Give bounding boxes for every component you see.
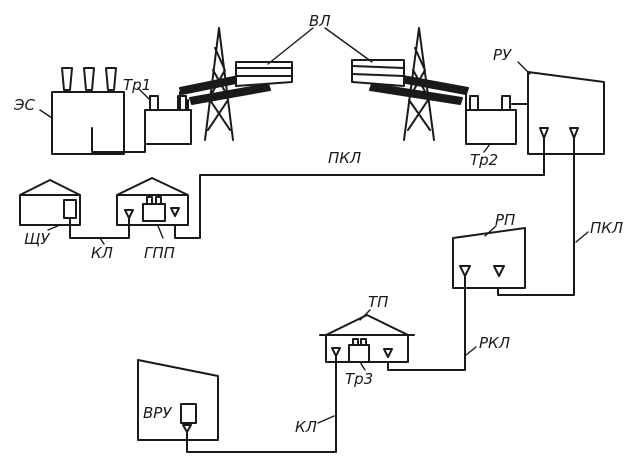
label-tr2: Тр2 <box>470 151 498 169</box>
tp-bushing-2 <box>360 338 367 346</box>
kl-bottom-cable <box>186 355 337 453</box>
vru-building <box>137 359 219 441</box>
kl-left-leader <box>99 237 105 245</box>
left-pylon-brace-1 <box>209 99 231 131</box>
left-pylon-brace-5 <box>214 47 225 69</box>
shchu-leader <box>47 224 61 231</box>
vru-breaker <box>182 424 192 433</box>
input-device-vru <box>137 359 219 441</box>
vl-left-conductors <box>235 61 293 87</box>
right-pylon-legs <box>403 27 435 141</box>
label-rkl: РКЛ <box>479 334 510 352</box>
tp-bushing-1 <box>352 338 359 346</box>
vl-leader-right <box>324 27 373 63</box>
rkl-cable <box>387 275 466 371</box>
rp-breaker-2 <box>493 265 505 277</box>
label-vru: ВРУ <box>143 404 172 422</box>
gpp-breaker-right <box>170 207 180 217</box>
right-pylon-brace-1 <box>408 99 431 131</box>
vl-leader-left <box>267 27 314 65</box>
ru-building <box>527 71 605 155</box>
ru-leader <box>517 61 531 75</box>
pkl-top-cable <box>174 137 545 239</box>
tp-transformer <box>348 344 370 363</box>
left-pylon-crossarm-lower <box>189 83 271 105</box>
vl-right-wire-2 <box>351 73 405 77</box>
pkl-right-leader <box>575 231 589 243</box>
power-station <box>39 67 125 155</box>
tp-breaker-left <box>331 347 341 357</box>
right-pylon-brace-2 <box>407 99 429 131</box>
transformer-tr1 <box>137 87 192 145</box>
gpp-transformer <box>142 203 166 222</box>
rp-breaker-1 <box>459 265 471 277</box>
label-kl-bottom: КЛ <box>295 418 317 436</box>
tr2-bushing-1 <box>469 95 479 111</box>
power-station-stack-2 <box>83 67 95 91</box>
es-to-tr1-cable <box>91 127 146 153</box>
tr3-leader <box>359 361 366 371</box>
tp-breaker-right <box>383 348 393 358</box>
gpp-breaker-left <box>124 209 134 219</box>
power-station-stack-3 <box>105 67 117 91</box>
vru-panel <box>180 403 197 424</box>
vl-right-wire-1 <box>351 65 405 69</box>
right-pylon-brace-5 <box>414 47 425 69</box>
gpp-bushing-2 <box>155 196 162 205</box>
tr1-leader <box>137 87 151 101</box>
shchu-panel <box>63 199 77 219</box>
vl-right-conductors <box>351 59 405 87</box>
distribution-device-ru <box>517 61 605 155</box>
gpp-bushing-1 <box>146 196 153 205</box>
label-gpp: ГПП <box>144 244 175 262</box>
distribution-point-rp <box>452 225 526 289</box>
tr1-bushing-2 <box>177 95 187 111</box>
label-rp: РП <box>495 211 515 229</box>
tr1-body <box>144 109 192 145</box>
power-station-stack-1 <box>61 67 73 91</box>
label-pkl-right: ПКЛ <box>590 219 623 237</box>
rp-leader <box>484 225 497 237</box>
label-pkl-top: ПКЛ <box>328 149 361 167</box>
label-kl-left: КЛ <box>91 244 113 262</box>
es-leader <box>39 109 53 119</box>
tr1-bushing-1 <box>149 95 159 111</box>
label-tp: ТП <box>368 293 388 311</box>
main-substation-gpp <box>116 177 189 239</box>
tr2-leader <box>483 143 491 153</box>
tr2-bushing-2 <box>501 95 511 111</box>
ru-breaker-1 <box>539 127 549 139</box>
label-es: ЭС <box>13 96 35 114</box>
transformer-tr2 <box>465 95 517 153</box>
gpp-leader <box>157 225 164 239</box>
label-shchu: ЩУ <box>24 230 50 248</box>
label-ru: РУ <box>493 46 512 64</box>
right-pylon-crossarm-lower <box>369 83 463 105</box>
tp-building <box>325 314 409 363</box>
tr2-to-ru-cable <box>511 99 529 105</box>
ru-breaker-2 <box>569 127 579 139</box>
label-vl: ВЛ <box>309 12 331 30</box>
left-pylon-brace-2 <box>207 99 229 131</box>
control-panel-shchu <box>19 179 81 231</box>
rp-building <box>452 227 526 289</box>
tp-leader <box>359 309 371 321</box>
tr2-body <box>465 109 517 145</box>
left-pylon-legs <box>204 27 234 141</box>
rkl-leader <box>465 346 477 356</box>
transformer-substation-tp <box>319 309 415 371</box>
label-tr3: Тр3 <box>345 370 373 388</box>
kl-bottom-leader <box>317 415 335 424</box>
power-station-body <box>51 91 125 155</box>
label-tr1: Тр1 <box>123 76 151 94</box>
